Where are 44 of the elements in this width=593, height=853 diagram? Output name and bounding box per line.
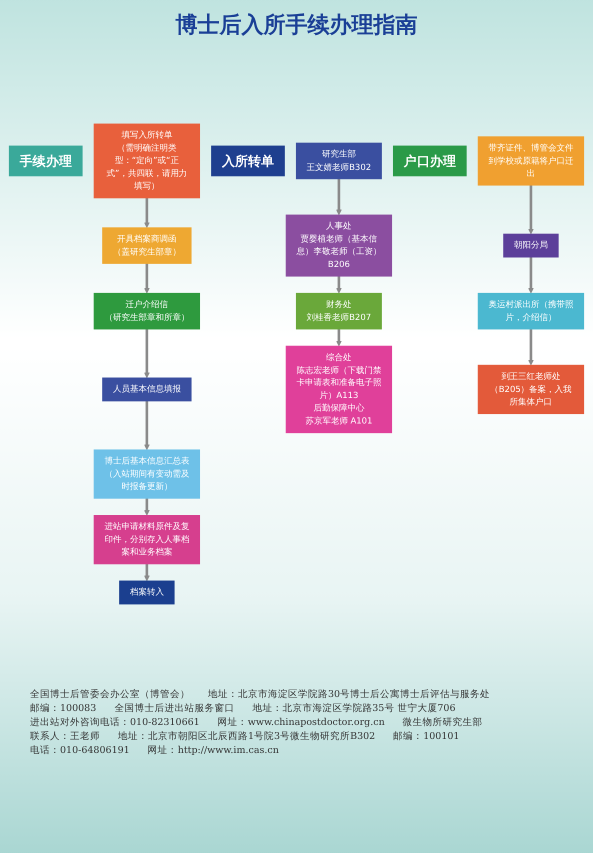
node-box: 档案转入 (119, 580, 175, 604)
contact-note: 微生物所研究生部 (402, 716, 483, 730)
contact-note: 全国博士后管委会办公室（博管会） (30, 688, 190, 702)
arrow (144, 329, 150, 378)
arrow (336, 329, 342, 346)
contact-note: 邮编：100101 (393, 730, 460, 744)
arrow (528, 257, 534, 294)
arrow (336, 178, 342, 216)
node-box: 人员基本信息填报 (102, 378, 192, 402)
arrow (336, 276, 342, 294)
node-box: 填写入所转单 （需明确注明类型：“定向”或“正式”，共四联，请用力填写） (94, 124, 200, 198)
node-box: 带齐证件、博管会文件到学校或原籍将户口迁出 (478, 136, 584, 186)
node-box: 财务处 刘桂香老师B207 (296, 292, 382, 330)
arrow (144, 198, 150, 228)
arrow (144, 264, 150, 294)
arrow (528, 185, 534, 234)
contact-note: 联系人：王老师 (30, 730, 100, 744)
node-box: 博士后基本信息汇总表 （入站期间有变动需及时报备更新） (94, 449, 200, 499)
node-box: 人事处 贾婴植老师（基本信息）李敬老师（工资）B206 (286, 214, 392, 277)
arrow (144, 564, 150, 582)
contact-note: 邮编：100083 (30, 702, 96, 716)
contact-note: 进出站对外咨询电话：010-82310661 (30, 716, 200, 730)
contact-note: 全国博士后进出站服务窗口 (114, 702, 234, 716)
node-box: 研究生部 王文婧老师B302 (296, 142, 382, 180)
node-box: 户口办理 (392, 146, 467, 176)
contact-note: 网址：http://www.im.cas.cn (148, 744, 279, 758)
contact-note: 网址：www.chinapostdoctor.org.cn (218, 716, 385, 730)
contact-note: 电话：010-64806191 (30, 744, 130, 758)
arrow (528, 329, 534, 366)
node-box: 朝阳分局 (503, 234, 559, 258)
contact-note: 地址：北京市朝阳区北辰西路1号院3号微生物研究所B302 (118, 730, 376, 744)
contact-note: 地址：北京市海淀区学院路35号 世宁大厦706 (252, 702, 456, 716)
title: 博士后入所手续办理指南 (174, 12, 418, 40)
node-box: 开具档案商调函 （盖研究生部章） (102, 227, 192, 264)
arrow (144, 498, 150, 516)
node-box: 入所转单 (211, 146, 285, 176)
node-box: 进站申请材料原件及复印件，分别存入人事档案和业务档案 (94, 515, 200, 564)
contact-note: 地址：北京市海淀区学院路30号博士后公寓博士后评估与服务处 (208, 688, 490, 702)
node-box: 到王三红老师处（B205）备案，入我所集体户口 (478, 364, 584, 414)
arrow (144, 401, 150, 450)
node-box: 手续办理 (8, 146, 83, 176)
node-box: 奥运村派出所（携带照片，介绍信） (478, 292, 584, 330)
node-box: 综合处 陈志宏老师（下载门禁卡申请表和准备电子照片）A113 后勤保障中心 苏京军老师 A101 (286, 346, 392, 434)
node-box: 迁户介绍信 （研究生部章和所章） (94, 292, 200, 330)
